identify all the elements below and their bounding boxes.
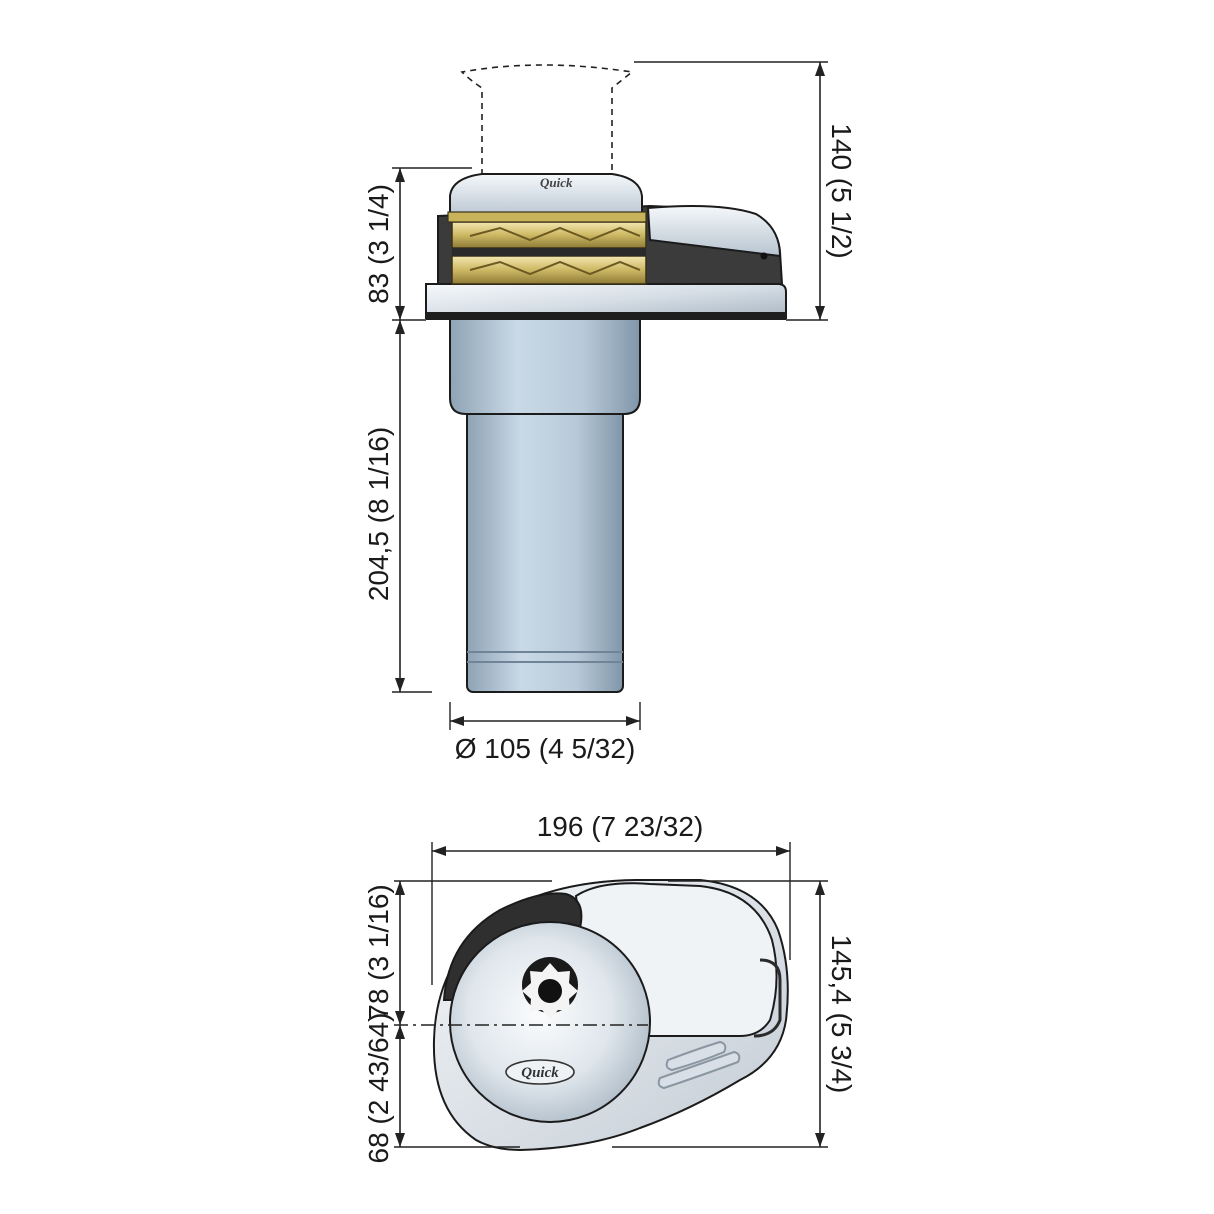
cover-top xyxy=(646,205,782,258)
side-view: Quick 140 (5 1/2) 83 (3 1/4) 204,5 (8 1/… xyxy=(363,61,857,764)
motor-housing xyxy=(449,317,641,415)
winch-handle-socket xyxy=(522,957,578,1019)
dome-cap xyxy=(449,173,643,219)
dim-depth-total: 145,4 (5 3/4) xyxy=(826,935,857,1094)
brand-logo-top: Quick xyxy=(521,1065,559,1081)
dim-diameter: Ø 105 (4 5/32) xyxy=(455,733,636,764)
dim-below-deck-height: 204,5 (8 1/16) xyxy=(363,427,394,601)
optional-capstan-outline xyxy=(460,64,634,175)
dim-height-above-deck: 140 (5 1/2) xyxy=(826,123,857,258)
brand-logo-side: Quick xyxy=(540,175,573,190)
gypsy-lower xyxy=(451,255,647,285)
dim-width: 196 (7 23/32) xyxy=(537,811,704,842)
below-deck-tube xyxy=(466,409,624,693)
gypsy-upper xyxy=(451,221,647,249)
dim-deck-unit-height: 83 (3 1/4) xyxy=(363,184,394,304)
dim-depth-rear: 68 (2 43/64) xyxy=(363,1013,394,1164)
gypsy-dome xyxy=(449,921,651,1123)
dim-depth-front: 78 (3 1/16) xyxy=(363,884,394,1019)
top-view: Quick 196 (7 23/32) 145,4 (5 3/4) 78 (3 … xyxy=(363,811,857,1164)
grip-slots xyxy=(657,1040,741,1090)
